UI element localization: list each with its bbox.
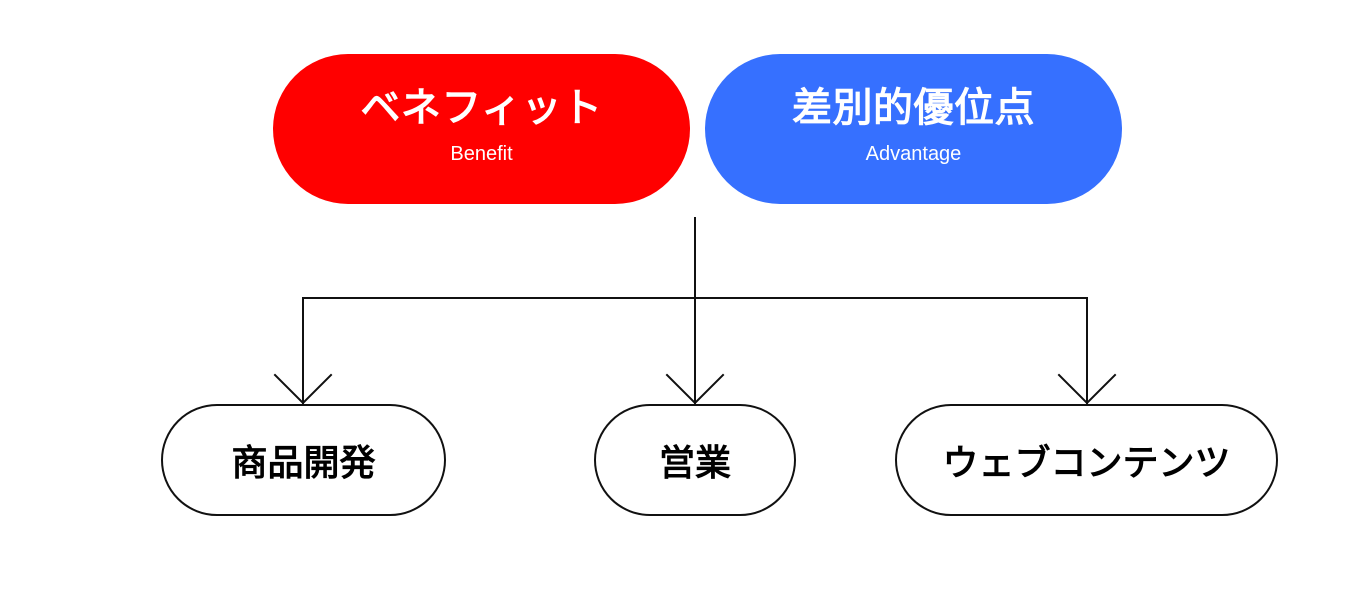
web-content-label: ウェブコンテンツ — [942, 443, 1231, 484]
benefit-node: ベネフィット Benefit — [273, 54, 690, 204]
advantage-title: 差別的優位点 — [792, 85, 1035, 131]
arrowhead-center — [665, 373, 725, 405]
product-development-node: 商品開発 — [161, 404, 446, 516]
advantage-subtitle: Advantage — [865, 143, 962, 165]
advantage-node: 差別的優位点 Advantage — [705, 54, 1122, 204]
arrowhead-left — [273, 373, 333, 405]
sales-label: 営業 — [658, 443, 731, 484]
sales-node: 営業 — [594, 404, 796, 516]
benefit-subtitle: Benefit — [450, 143, 513, 165]
web-content-node: ウェブコンテンツ — [895, 404, 1278, 516]
benefit-title: ベネフィット — [360, 85, 603, 131]
arrowhead-right — [1057, 373, 1117, 405]
product-development-label: 商品開発 — [231, 443, 376, 484]
